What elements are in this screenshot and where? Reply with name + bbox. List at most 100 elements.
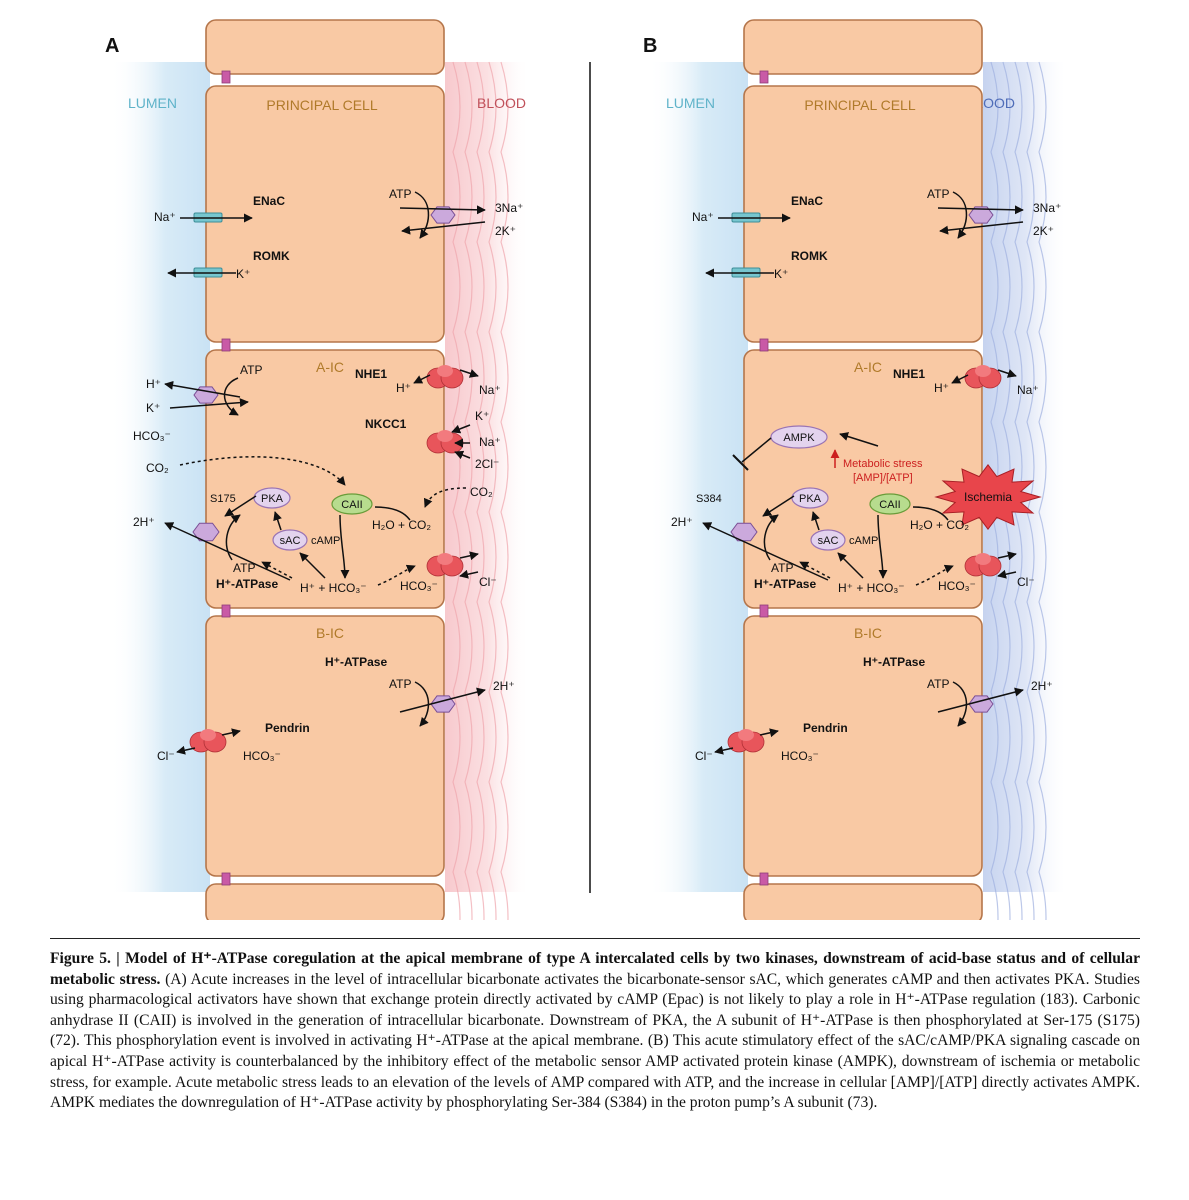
nhe-na-arrow [997,369,1017,378]
pka-node: PKA [253,487,291,509]
cell-top-partial [743,19,983,75]
b-ic-title: B-IC [316,625,344,641]
cell-bottom-partial [205,883,445,920]
tight-junction [759,872,769,886]
hco3-export-arrow [377,564,416,586]
b-ic-atp-label: ATP [389,677,411,691]
ischemia-burst [934,463,1042,531]
blood-wave [1038,61,1047,920]
h-k-atpase-pump [193,386,219,404]
h-hco3-label: H⁺ + HCO₃⁻ [300,581,367,595]
na-k-atp-label: ATP [389,187,411,201]
pump-atp-label: ATP [233,561,255,575]
proton-2h-label: 2H⁺ [671,515,693,529]
ae1-hco3-out-arrow [997,551,1017,561]
basolateral-h-atpase-label: H⁺-ATPase [863,655,925,669]
h-atpase-label: H⁺-ATPase [216,577,278,591]
nkcc-cl-label: 2Cl⁻ [475,457,499,471]
stress-to-ampk-arrow [839,432,879,447]
pump-atp-label: ATP [771,561,793,575]
hk-h-label: H⁺ [146,377,161,391]
tight-junction [759,604,769,618]
pendrin-cl-label: Cl⁻ [695,749,713,763]
pendrin-cl-in-arrow [714,745,734,755]
k-in-arrow [939,221,1024,235]
nhe-h-arrow [951,374,969,384]
pendrin-label: Pendrin [803,721,848,735]
h-atpase-pump [730,522,758,542]
hco3-to-sac-arrow [299,552,326,579]
lumen-label: LUMEN [666,95,715,111]
pendrin-hco3-out-arrow [759,728,779,738]
proton-2h-label: 2H⁺ [133,515,155,529]
blood-co2-label: CO₂ [470,485,493,499]
caption-body: (A) Acute increases in the level of intr… [50,970,1141,1112]
ae1-cl-label: Cl⁻ [1017,575,1035,589]
nhe1-label: NHE1 [355,367,387,381]
nhe-na-arrow [459,369,479,378]
b-ic-proton-arrow [937,687,1024,713]
k2-label: 2K⁺ [495,224,516,238]
k-in-arrow-aic [169,398,249,409]
enac-na-label: Na⁺ [692,210,714,224]
na-k-atp-label: ATP [927,187,949,201]
ae1-cl-in-arrow [459,569,479,579]
tight-junction [759,338,769,352]
hk-atp-curve [223,377,239,416]
b-ic-proton-arrow [399,687,486,713]
sac-node: sAC [810,529,846,551]
panel-letter: A [105,35,119,57]
ae1-hco3-label: HCO₃⁻ [938,579,976,593]
b-ic-atp-label: ATP [927,677,949,691]
b-ic-2h-label: 2H⁺ [1031,679,1053,693]
romk-label: ROMK [791,249,828,263]
pka-node-label: PKA [261,493,284,505]
na-k-atpase-pump [430,206,456,224]
caii-node: CAII [869,493,911,515]
h2o-co2-label: H₂O + CO₂ [372,518,431,532]
pendrin-cl-in-arrow [176,745,196,755]
tight-junction [221,70,231,84]
nhe-h-arrow [413,374,431,384]
lumen-label: LUMEN [128,95,177,111]
nhe-na-label: Na⁺ [479,383,501,397]
principal-cell [743,85,983,343]
h2o-co2-label: H₂O + CO₂ [910,518,969,532]
sac-to-pka-arrow [811,511,820,531]
ampk-node-label: AMPK [783,432,815,444]
na3-label: 3Na⁺ [1033,201,1061,215]
metabolic-stress-label: Metabolic stress [843,458,923,470]
principal-cell-title: PRINCIPAL CELL [804,97,915,113]
nhe-na-label: Na⁺ [1017,383,1039,397]
pendrin-exchanger [189,729,227,753]
pump-atp-curve [763,514,779,561]
pka-node: PKA [791,487,829,509]
ae1-exchanger [426,553,464,577]
nkcc1-transporter [426,430,464,454]
ae1-hco3-label: HCO₃⁻ [400,579,438,593]
pendrin-hco3-label: HCO₃⁻ [243,749,281,763]
enac-label: ENaC [791,194,823,208]
b-ic-2h-label: 2H⁺ [493,679,515,693]
hk-k-label: K⁺ [146,401,160,415]
pka-to-pump-arrow [762,495,795,517]
blood-wave [452,61,461,920]
nkcc-cl-arrow [454,450,471,460]
nhe1-label: NHE1 [893,367,925,381]
lumen-co2-label: CO₂ [146,461,169,475]
romk-k-label: K⁺ [774,267,788,281]
pendrin-label: Pendrin [265,721,310,735]
phospho-site-label: S384 [696,493,722,505]
enac-na-label: Na⁺ [154,210,176,224]
b-ic-atp-curve [414,681,430,727]
nhe1-exchanger [964,365,1002,389]
caii-node-label: CAII [879,499,900,511]
ampk-inhibition-bar [732,454,749,471]
pendrin-exchanger [727,729,765,753]
principal-cell [205,85,445,343]
na3-label: 3Na⁺ [495,201,523,215]
h-atpase-pump [192,522,220,542]
na-k-atp-curve [414,191,430,239]
camp-label: cAMP [311,535,340,547]
